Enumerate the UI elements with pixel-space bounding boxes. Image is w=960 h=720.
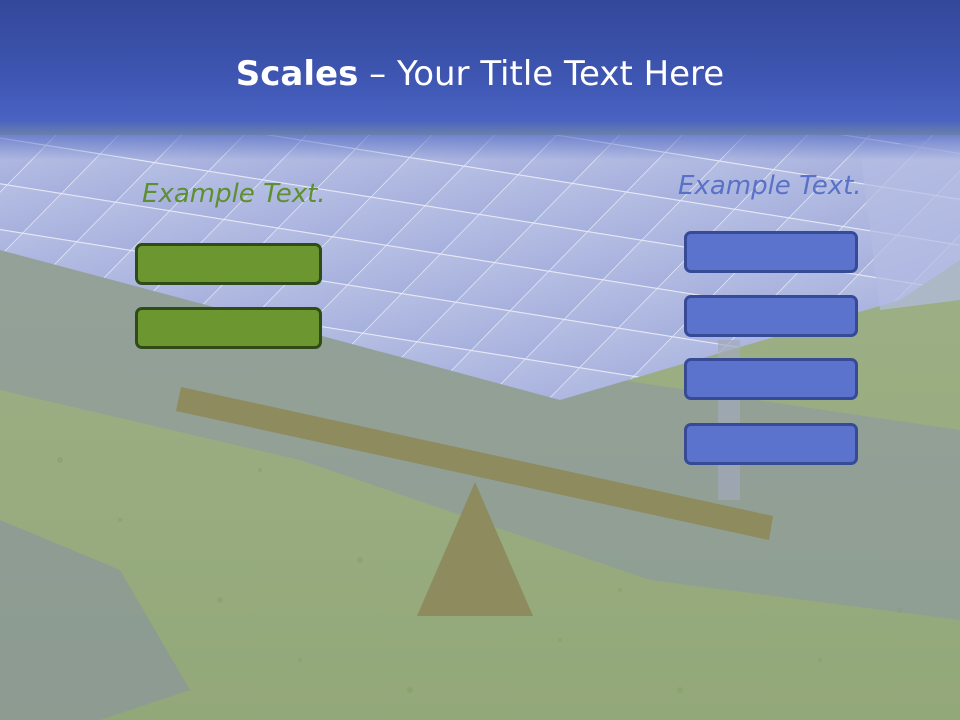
left-box-2[interactable] [135, 307, 322, 349]
right-box-2[interactable] [684, 295, 858, 337]
right-example-text[interactable]: Example Text. [678, 171, 862, 201]
left-box-1[interactable] [135, 243, 322, 285]
right-box-1[interactable] [684, 231, 858, 273]
scale-beam[interactable] [176, 387, 773, 540]
left-example-text[interactable]: Example Text. [142, 179, 326, 209]
title-bold-part: Scales [235, 54, 359, 94]
scale-fulcrum[interactable] [417, 482, 533, 616]
slide-title[interactable]: Scales – Your Title Text Here [0, 52, 960, 96]
right-box-4[interactable] [684, 423, 858, 465]
title-band [0, 0, 960, 160]
title-rest-part: – Your Title Text Here [358, 54, 725, 94]
right-box-3[interactable] [684, 358, 858, 400]
